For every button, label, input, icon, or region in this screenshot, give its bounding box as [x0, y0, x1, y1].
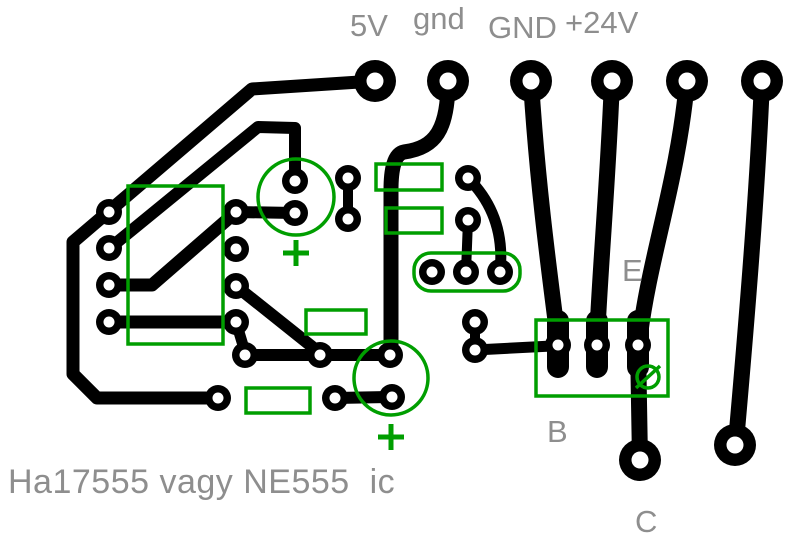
pad-hole — [522, 72, 540, 90]
label-plus24v: +24V — [565, 5, 639, 40]
label-gnd-large: GND — [488, 10, 557, 45]
pad-hole — [103, 206, 115, 218]
pad-hole — [239, 349, 251, 361]
label-collector: C — [635, 504, 658, 539]
copper-trace — [102, 205, 243, 292]
label-emitter: E — [622, 253, 643, 288]
copper-trace — [589, 73, 620, 348]
copper-trace — [728, 73, 770, 450]
pad-hole — [230, 243, 242, 255]
pad-hole — [212, 392, 224, 404]
pad-hole — [230, 280, 242, 292]
silk-screw-marker — [635, 364, 661, 390]
pad-hole — [631, 451, 649, 469]
pad-hole — [426, 266, 438, 278]
silk-transistor-outline — [534, 318, 670, 398]
pad-hole — [726, 436, 744, 454]
pad-hole — [289, 207, 301, 219]
pad-hole — [314, 349, 326, 361]
pad-hole — [342, 172, 354, 184]
pad-hole — [469, 344, 481, 356]
label-base: B — [547, 414, 568, 449]
silk-resistor-2-outline — [384, 206, 444, 235]
pad-hole — [494, 266, 506, 278]
pad-hole — [103, 279, 115, 291]
pad-hole — [469, 316, 481, 328]
copper-trace — [632, 73, 695, 343]
copper-trace — [523, 73, 566, 348]
silk-ic-outline — [126, 184, 225, 346]
pad-hole — [103, 316, 115, 328]
pad-hole — [753, 72, 771, 90]
pad-hole — [384, 349, 396, 361]
pad-hole — [366, 72, 384, 90]
pad-hole — [329, 392, 341, 404]
label-ic-title: Ha17555 vagy NE555 ic — [8, 463, 396, 501]
silk-resistor-4-outline — [244, 386, 312, 415]
pad-hole — [460, 266, 472, 278]
pad-hole — [603, 72, 621, 90]
pad-hole — [632, 339, 644, 351]
label-gnd-small: gnd — [413, 1, 465, 36]
silk-resistor-1-outline — [374, 162, 444, 192]
pad-hole — [230, 316, 242, 328]
pad-hole — [462, 214, 474, 226]
pad-hole — [462, 172, 474, 184]
pad-hole — [439, 72, 457, 90]
silk-screw-slot — [634, 364, 662, 390]
pad-hole — [230, 206, 242, 218]
pad-hole — [552, 339, 564, 351]
label-5v: 5V — [350, 8, 388, 43]
pad-hole — [678, 72, 696, 90]
silk-connector-outline — [412, 251, 522, 293]
pad-hole — [103, 242, 115, 254]
pad-hole — [386, 391, 398, 403]
silk-capacitor-1-outline — [256, 157, 336, 237]
pad-hole — [591, 339, 603, 351]
copper-trace — [383, 73, 456, 363]
pad-hole — [342, 213, 354, 225]
copper-trace — [230, 280, 326, 359]
silk-resistor-3-outline — [304, 308, 368, 336]
copper-trace — [66, 74, 382, 405]
pad-hole — [289, 175, 301, 187]
silk-capacitor-2-outline — [352, 339, 430, 417]
